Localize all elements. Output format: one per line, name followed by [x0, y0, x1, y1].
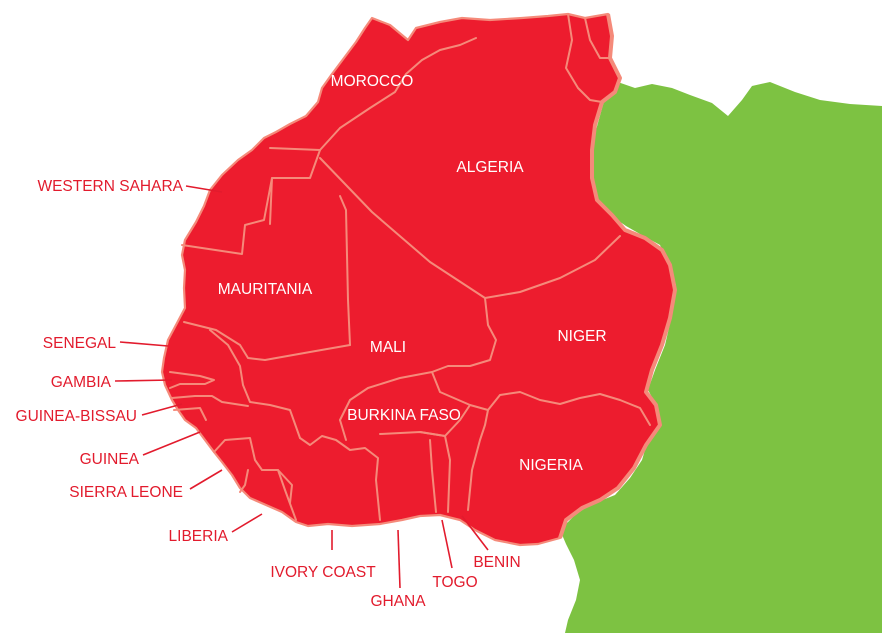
label-guinea: GUINEA	[80, 451, 140, 468]
country-borders	[169, 13, 651, 521]
label-mauritania: MAURITANIA	[218, 281, 313, 298]
label-togo: TOGO	[432, 574, 477, 591]
label-mali: MALI	[370, 339, 406, 356]
label-algeria: ALGERIA	[456, 159, 524, 176]
country-labels: MOROCCO ALGERIA MAURITANIA MALI NIGER BU…	[16, 73, 607, 610]
label-morocco: MOROCCO	[331, 73, 414, 90]
label-nigeria: NIGERIA	[519, 457, 583, 474]
label-guinea-bissau: GUINEA-BISSAU	[16, 408, 137, 425]
label-benin: BENIN	[473, 554, 520, 571]
label-senegal: SENEGAL	[43, 335, 117, 352]
label-gambia: GAMBIA	[51, 374, 112, 391]
label-liberia: LIBERIA	[169, 528, 229, 545]
label-western-sahara: WESTERN SAHARA	[37, 178, 183, 195]
highlighted-region	[160, 12, 677, 547]
label-ghana: GHANA	[370, 593, 426, 610]
label-burkina-faso: BURKINA FASO	[347, 407, 461, 424]
label-ivory-coast: IVORY COAST	[270, 564, 376, 581]
region-outline	[558, 13, 677, 539]
label-niger: NIGER	[557, 328, 606, 345]
label-sierra-leone: SIERRA LEONE	[69, 484, 183, 501]
leader-lines	[114, 185, 489, 589]
neighbouring-land	[560, 80, 882, 633]
